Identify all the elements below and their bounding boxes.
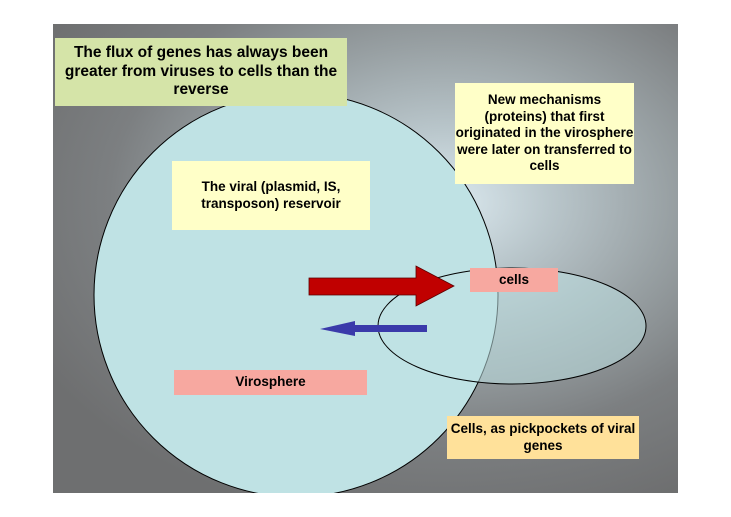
pickpockets-box: Cells, as pickpockets of viral genes <box>447 416 639 459</box>
pickpockets-text: Cells, as pickpockets of viral genes <box>450 421 636 453</box>
cells-label-text: cells <box>498 271 530 287</box>
cells-label: cells <box>470 268 558 292</box>
flux-of-genes-box: The flux of genes has always been greate… <box>55 38 347 106</box>
cell-to-virus-arrow <box>320 321 427 336</box>
viral-reservoir-text: The viral (plasmid, IS, transposon) rese… <box>201 179 341 211</box>
viral-reservoir-box: The viral (plasmid, IS, transposon) rese… <box>172 161 370 230</box>
new-mechanisms-box: New mechanisms (proteins) that first ori… <box>455 83 634 184</box>
new-mechanisms-text: New mechanisms (proteins) that first ori… <box>455 92 634 174</box>
virosphere-label: Virosphere <box>174 370 367 395</box>
virus-to-cell-arrow <box>308 265 455 307</box>
virosphere-label-text: Virosphere <box>235 374 306 390</box>
flux-of-genes-text: The flux of genes has always been greate… <box>64 43 338 99</box>
